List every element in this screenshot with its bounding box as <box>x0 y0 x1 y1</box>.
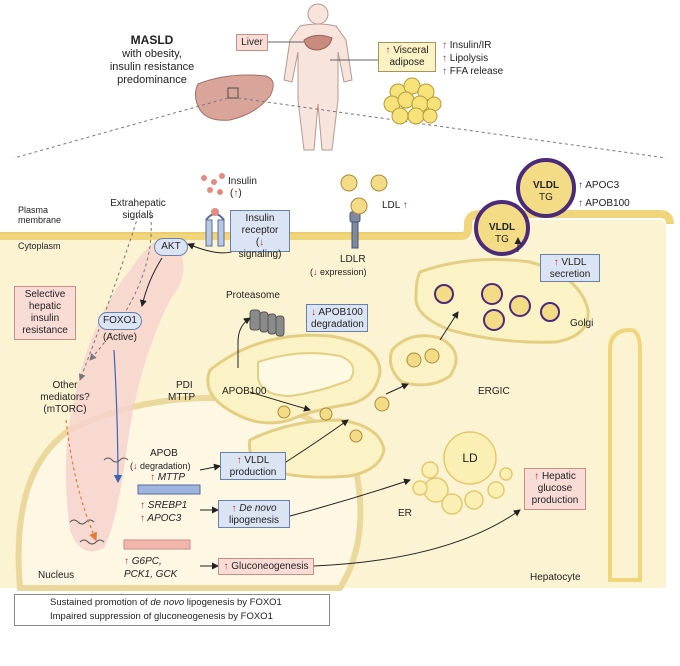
signaling-zone <box>65 238 184 552</box>
de-novo-lipogenesis-box: ↑ De novo lipogenesis <box>218 500 290 528</box>
ldl-receptor-icon <box>349 211 361 249</box>
vldl-production-box: ↑ VLDL production <box>220 452 286 480</box>
vldl-top-tg: TG <box>539 192 553 203</box>
legend-line-1: Sustained promotion of de novo lipogenes… <box>50 597 282 608</box>
dna-strands-icon <box>69 457 129 545</box>
apob100-top-label: ↑ APOB100 <box>578 198 630 209</box>
plasma-membrane <box>0 210 674 240</box>
ld-label: LD <box>462 451 478 465</box>
masld-title: MASLD <box>130 33 174 47</box>
adipose-tissue-icon <box>383 77 442 125</box>
masld-subtitle-3: predominance <box>117 74 187 86</box>
hepatocyte-label: Hepatocyte <box>530 572 581 583</box>
body-liver-icon <box>303 34 333 51</box>
gene-bar-pink <box>123 539 191 550</box>
mttp-gene: ↑ MTTP <box>150 472 185 483</box>
g6pc-gene: ↑ G6PC, <box>124 556 162 567</box>
insulin-label: Insulin <box>228 176 257 187</box>
akt-node: AKT <box>154 238 188 256</box>
er-label: ER <box>398 508 412 519</box>
apoc3-label: ↑ APOC3 <box>578 180 620 191</box>
liver-label: Liver <box>236 34 268 51</box>
visceral-adipose-label: ↑ Visceral adipose <box>378 42 436 72</box>
ldl-particles-icon <box>340 174 388 215</box>
extrahepatic-line-1: Extrahepatic <box>110 198 166 209</box>
foxo1-node: FOXO1 <box>98 312 142 330</box>
visceral-line-1: Visceral <box>393 45 429 56</box>
effect-ffa: ↑ FFA release <box>442 66 504 77</box>
gluconeogenesis-box: ↑ Gluconeogenesis <box>218 558 314 575</box>
vldl-bottom-tg: TG <box>495 234 509 245</box>
vldl-bottom-label: VLDL <box>488 222 516 233</box>
foxo1-active: (Active) <box>103 332 137 343</box>
hepatic-glucose-box: ↑ Hepatic glucose production <box>524 468 586 510</box>
nucleus-label: Nucleus <box>38 570 75 581</box>
effect-lipolysis: ↑ Lipolysis <box>442 53 489 64</box>
mttp-label: MTTP <box>168 392 196 403</box>
vldl-secretion-box: ↑ VLDL secretion <box>540 254 600 282</box>
ergic <box>388 334 458 387</box>
legend-line-2: Impaired suppression of gluconeogenesis … <box>50 611 273 622</box>
masld-subtitle-1: with obesity, <box>122 48 182 60</box>
srebp1-gene: ↑ SREBP1 <box>140 500 188 511</box>
extrahepatic-line-2: signals <box>122 210 154 221</box>
pck1-gck-gene: PCK1, GCK <box>124 569 178 580</box>
gene-bar-blue <box>137 484 201 495</box>
golgi-label: Golgi <box>570 318 594 329</box>
ldlr-label: LDLR <box>340 254 366 265</box>
apob-degradation: (↓ degradation) <box>130 461 191 471</box>
insulin-increase: (↑) <box>230 188 242 199</box>
human-body-icon <box>283 3 353 151</box>
proteasome-label: Proteasome <box>226 290 280 301</box>
lipid-droplet <box>412 431 513 515</box>
golgi-vldl-icon <box>434 283 560 331</box>
vldl-top-label: VLDL <box>532 180 560 191</box>
masld-subtitle-2: insulin resistance <box>109 61 195 73</box>
apob-gene: APOB <box>150 448 178 459</box>
ergic-vldl-icon <box>277 348 440 443</box>
insulin-molecules-icon <box>201 173 225 216</box>
apob100-er-label: APOB100 <box>222 386 267 397</box>
apob100-degradation-box: ↓ APOB100 degradation <box>306 304 368 332</box>
other-mediators-2: mediators? <box>40 392 90 403</box>
ldlr-expression: (↓ expression) <box>310 267 367 277</box>
ldl-label: LDL ↑ <box>382 200 408 211</box>
visceral-line-2: adipose <box>389 57 425 68</box>
plasma-label-2: membrane <box>18 215 62 225</box>
plasma-label-1: Plasma <box>18 205 49 215</box>
other-mediators-1: Other <box>52 380 78 391</box>
insulin-receptor-box: Insulin receptor (↓ signaling) <box>230 210 290 260</box>
pdi-label: PDI <box>176 380 193 391</box>
ergic-label: ERGIC <box>478 386 510 397</box>
selective-ir-box: Selective hepatic insulin resistance <box>14 286 76 340</box>
other-mediators-3: (mTORC) <box>43 404 87 415</box>
effect-insulin: ↑ Insulin/IR <box>442 40 492 51</box>
cytoplasm-label: Cytoplasm <box>18 241 61 251</box>
legend <box>14 594 330 626</box>
apoc3-gene: ↑ APOC3 <box>140 513 182 524</box>
